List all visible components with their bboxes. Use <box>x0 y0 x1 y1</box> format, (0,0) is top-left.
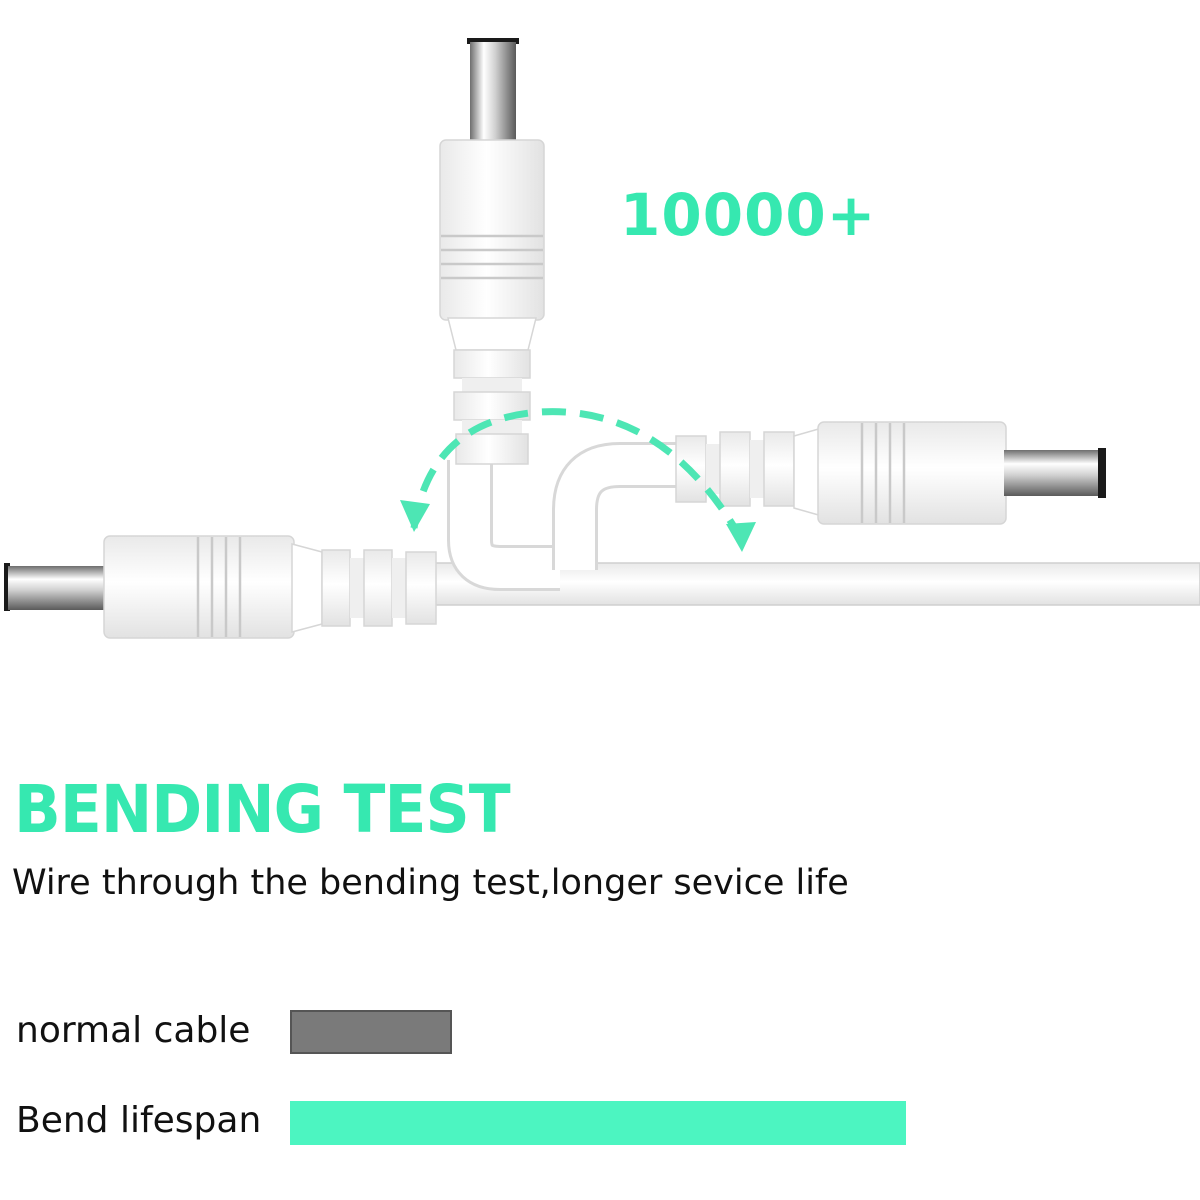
cable-illustration <box>4 38 1200 639</box>
left-connector <box>4 535 437 639</box>
page-subtitle: Wire through the bending test,longer sev… <box>12 863 849 903</box>
normal-cable-bar <box>290 1010 452 1054</box>
vertical-cable <box>447 460 560 591</box>
hook-cable <box>552 442 700 570</box>
normal-cable-bar-track <box>290 1010 906 1054</box>
bend-lifespan-bar <box>290 1101 906 1145</box>
right-connector <box>675 421 1106 525</box>
bend-lifespan-bar-track <box>290 1101 906 1145</box>
bend-count-label: 10000+ <box>620 181 877 249</box>
bend-lifespan-label: Bend lifespan <box>16 1100 262 1141</box>
top-connector <box>439 38 545 465</box>
page-title: BENDING TEST <box>14 771 511 848</box>
normal-cable-label: normal cable <box>16 1010 251 1051</box>
curved-dashed-arrow-icon <box>400 408 756 552</box>
